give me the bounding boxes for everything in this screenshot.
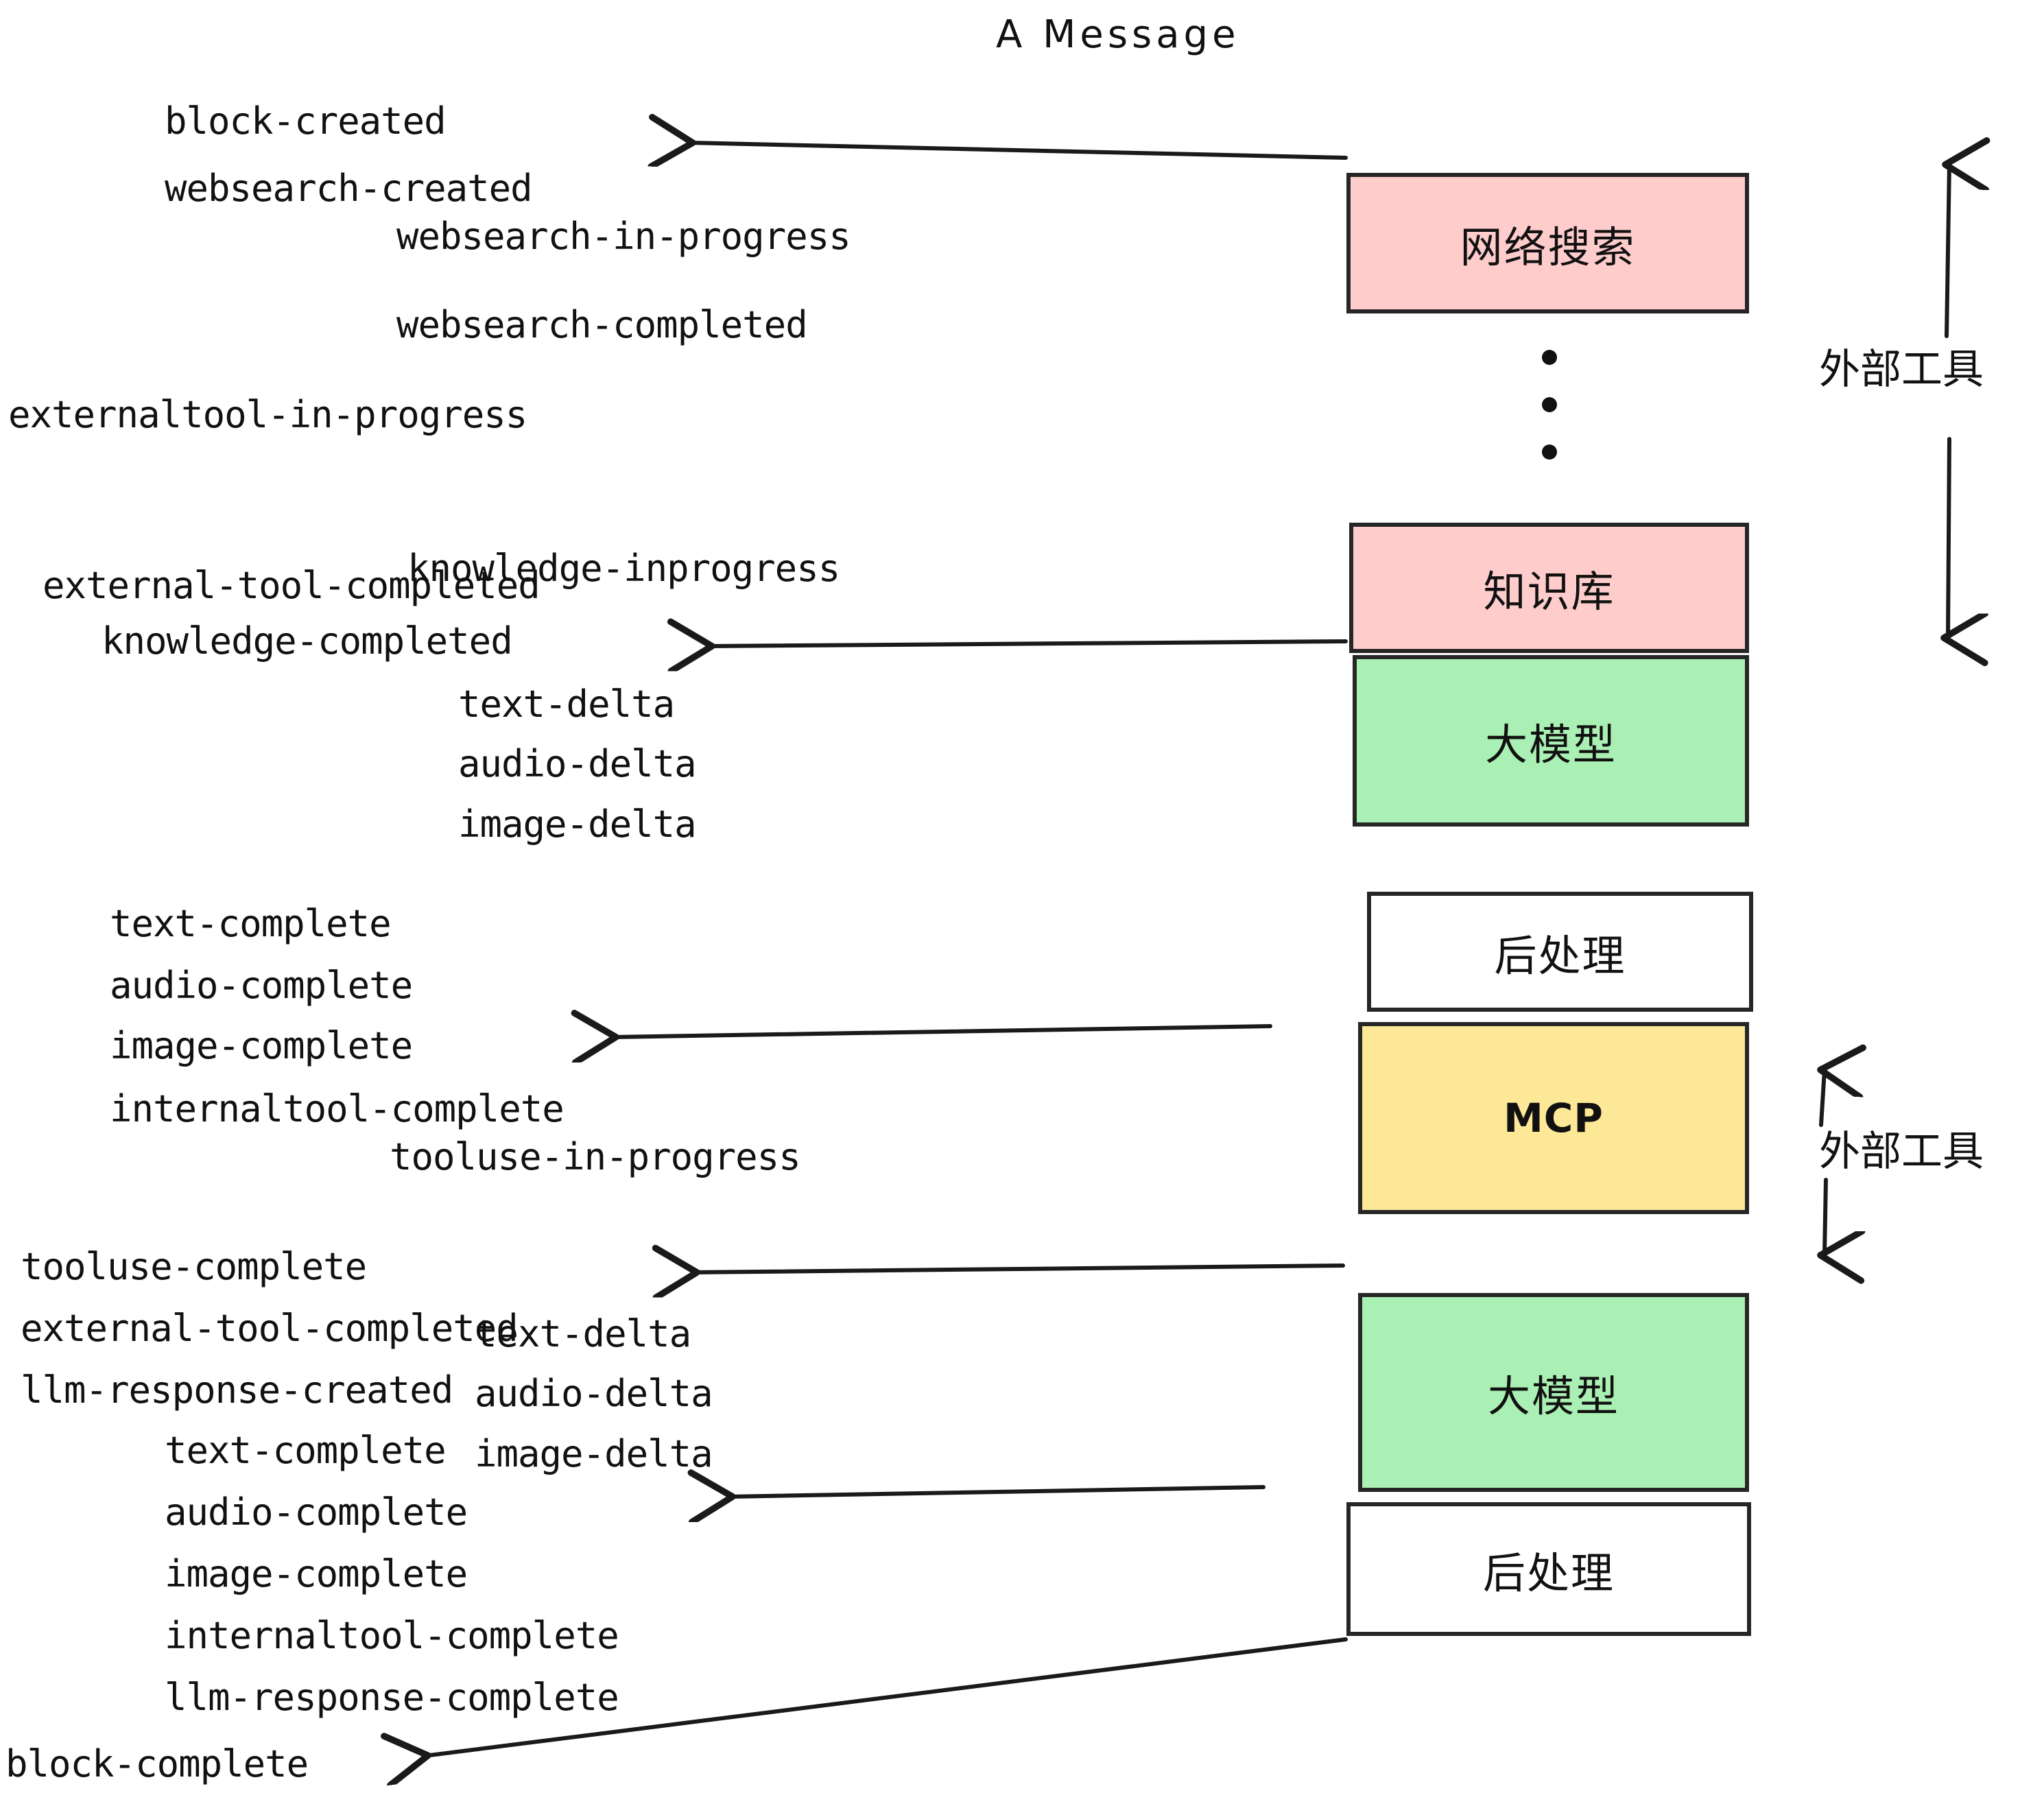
event-label-image-complete-1: image-complete [110,1024,413,1067]
event-label-image-complete-2: image-complete [165,1552,468,1595]
arrow-tooluse-complete [693,1266,1345,1272]
event-label-internaltool-complete-2: internaltool-complete [165,1614,619,1657]
event-label-text-complete-1: text-complete [110,902,392,945]
postprocess-box-2: 后处理 [1346,1502,1751,1636]
arrow-external-tool-up-bottom [1821,1070,1825,1127]
llm-box-1: 大模型 [1353,655,1749,827]
mcp-box-label: MCP [1504,1095,1604,1141]
event-label-knowledge-inprogress: knowledge-inprogress [407,547,840,590]
event-label-tooluse-complete: tooluse-complete [21,1245,367,1288]
event-label-text-delta-2: text-delta [475,1312,691,1355]
knowledge-box-label: 知识库 [1483,567,1615,617]
websearch-box-label: 网络搜索 [1460,222,1636,272]
llm-box-2-label: 大模型 [1487,1371,1619,1421]
llm-box-1-label: 大模型 [1484,720,1617,770]
ellipsis-dot [1542,397,1557,412]
postprocess-box-1: 后处理 [1367,892,1753,1012]
page-title: A Message [996,12,1240,57]
event-label-knowledge-completed: knowledge-completed [102,619,513,663]
websearch-box: 网络搜索 [1346,173,1749,313]
event-label-image-delta-2: image-delta [475,1432,713,1475]
arrow-knowledge-completed [708,641,1348,646]
event-label-audio-delta-2: audio-delta [475,1372,713,1415]
side-label-external-tool-bottom: 外部工具 [1819,1128,1984,1176]
event-label-text-complete-2: text-complete [165,1429,447,1472]
postprocess-box-1-label: 后处理 [1494,930,1626,981]
event-label-external-tool-completed-2: external-tool-completed [21,1307,519,1350]
knowledge-box: 知识库 [1349,523,1749,653]
mcp-box: MCP [1358,1022,1749,1214]
event-label-tooluse-in-progress: tooluse-in-progress [390,1135,801,1178]
event-label-external-tool-completed-1: external-tool-completed [43,564,540,607]
llm-box-2: 大模型 [1358,1293,1749,1492]
event-label-internaltool-complete-1: internaltool-complete [110,1087,565,1130]
arrow-external-tool-up-top [1947,165,1949,338]
event-label-websearch-in-progress: websearch-in-progress [396,215,851,258]
side-label-external-tool-top: 外部工具 [1819,346,1984,394]
arrow-websearch-to-block [689,143,1348,158]
event-label-text-delta-1: text-delta [458,683,675,726]
arrow-external-tool-down-bottom [1825,1178,1826,1255]
event-label-llm-response-created: llm-response-created [21,1368,453,1412]
ellipsis-dot [1542,350,1557,365]
event-label-audio-delta-1: audio-delta [458,742,697,785]
postprocess-box-2-label: 后处理 [1482,1547,1615,1598]
event-label-audio-complete-2: audio-complete [165,1491,468,1534]
event-label-websearch-created: websearch-created [165,167,533,210]
arrow-image-complete [612,1026,1272,1037]
vertical-ellipsis [1542,350,1557,460]
event-label-block-complete: block-complete [5,1742,309,1785]
event-label-block-created: block-created [165,99,447,143]
event-label-image-delta-1: image-delta [458,803,697,846]
arrow-audio-complete [728,1487,1265,1497]
event-label-llm-response-complete: llm-response-complete [165,1676,619,1719]
event-label-websearch-completed: websearch-completed [396,303,808,346]
event-label-audio-complete-1: audio-complete [110,964,413,1007]
arrow-external-tool-down-top [1948,437,1949,638]
ellipsis-dot [1542,444,1557,460]
event-label-externaltool-in-progress: externaltool-in-progress [8,393,527,436]
